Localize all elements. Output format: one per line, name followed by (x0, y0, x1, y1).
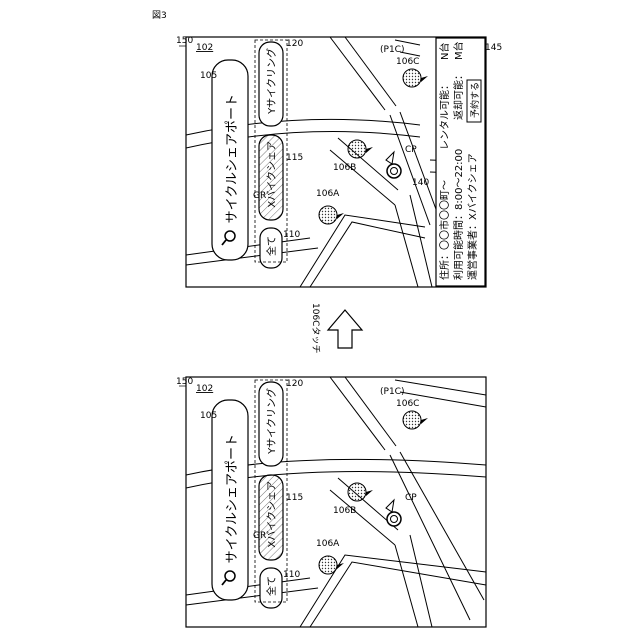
filter-x-label-before: Xバイクシェア (266, 481, 278, 548)
ref-map-before: 102 (196, 384, 213, 394)
ref-marker-c-before: 106C (396, 399, 419, 409)
ref-marker-a-before: 106A (316, 539, 340, 549)
ref-filter-x: 115 (286, 153, 303, 163)
screen-after: 150 102 サイクルシェアポート 105 全て 110 X (176, 36, 502, 287)
arrow-caption: 106Cタッチ (310, 303, 321, 353)
info-hours: 利用可能時間：8:00～22:00 (452, 149, 465, 280)
figure-label: 図3 (152, 10, 167, 21)
ref-marker-b: 106B (333, 163, 356, 173)
ref-reserve-button: 145 (485, 43, 502, 53)
ref-marker-c-sub: (P1C) (380, 45, 404, 55)
ref-current-position-before: CP (405, 493, 417, 503)
info-rental-value: N台 (438, 43, 451, 60)
search-text-before: サイクルシェアポート (225, 434, 240, 563)
ref-filter-y-before: 120 (286, 379, 303, 389)
ref-marker-c-sub-before: (P1C) (380, 387, 404, 397)
ref-search-before: 105 (200, 411, 217, 421)
filter-all-label: 全て (265, 236, 278, 256)
transition-arrow (328, 310, 362, 348)
ref-filter-all: 110 (283, 230, 300, 240)
ref-current-position: CP (405, 145, 417, 155)
info-operator: 運営事業者：Xバイクシェア (466, 153, 479, 280)
filter-y-label-before: Yサイクリング (265, 388, 278, 455)
ref-map: 102 (196, 43, 213, 53)
filter-all-label-before: 全て (265, 576, 278, 596)
info-return-value: M台 (452, 41, 465, 60)
ref-marker-a: 106A (316, 189, 340, 199)
reserve-button-label: 予約する (469, 82, 481, 118)
ref-marker-c: 106C (396, 57, 419, 67)
info-address: 住所：〇〇市〇〇町～ (438, 180, 451, 280)
search-text: サイクルシェアポート (225, 94, 240, 223)
filter-x-label: Xバイクシェア (266, 141, 278, 208)
screen-before: 150 102 サイクルシェアポート 105 全て 110 Xバイクシェア 11… (176, 377, 486, 627)
ref-info-panel: 140 (412, 178, 429, 188)
ref-filter-x-before: 115 (286, 493, 303, 503)
info-rental-label: レンタル可能： (438, 80, 451, 150)
ref-search: 105 (200, 71, 217, 81)
ref-filter-y: 120 (286, 39, 303, 49)
ref-marker-b-before: 106B (333, 506, 356, 516)
ref-screen-before: 150 (176, 377, 193, 387)
info-return-label: 返却可能： (452, 70, 465, 120)
filter-y-label: Yサイクリング (265, 48, 278, 115)
ref-screen: 150 (176, 36, 193, 46)
ref-filter-all-before: 110 (283, 570, 300, 580)
